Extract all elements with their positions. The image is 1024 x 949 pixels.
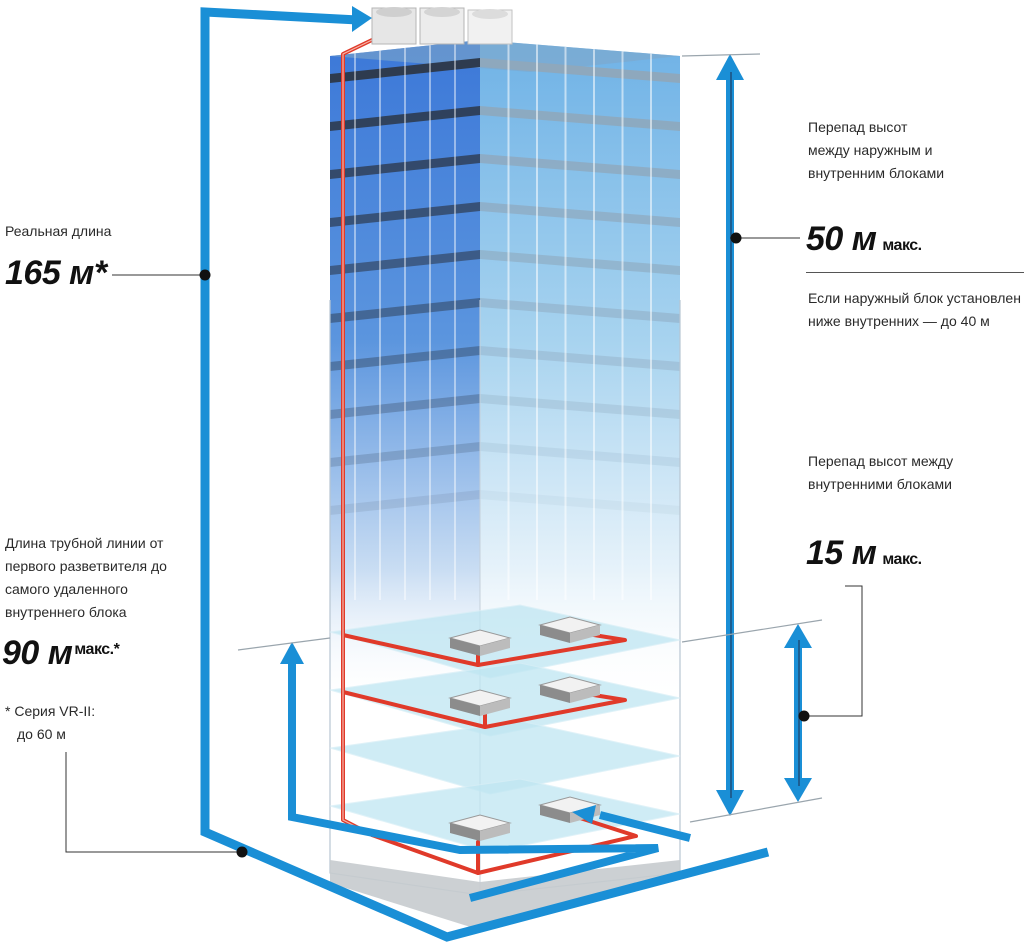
- branch-length-unit: макс.*: [74, 641, 120, 658]
- floor-band: [330, 250, 480, 275]
- outdoor-below-note-line: Если наружный блок установлен: [808, 290, 1021, 306]
- outdoor-diff-label-line: между наружным и: [808, 142, 933, 158]
- branch-length-label-line: внутреннего блока: [5, 604, 127, 620]
- indoor-diff-label: Перепад высот между внутренними блоками: [808, 450, 953, 496]
- floor-band: [330, 202, 480, 227]
- building-roof: [330, 40, 680, 72]
- footnote-line: до 60 м: [17, 726, 66, 742]
- outdoor-diff-value-row: 50 м макс.: [806, 220, 922, 259]
- real-length-arrow-head: [352, 6, 372, 32]
- real-length-value: 165 м*: [5, 254, 107, 292]
- floor-band: [480, 442, 680, 467]
- floor-plate: [329, 720, 681, 795]
- outdoor-below-note: Если наружный блок установлен ниже внутр…: [808, 287, 1021, 333]
- leader-lines: [65, 237, 863, 853]
- indoor-diff-label-line: внутренними блоками: [808, 476, 952, 492]
- branch-length-pipe: [288, 660, 660, 902]
- indoor-unit: [448, 689, 512, 716]
- indoor-diff-value-row: 15 м макс.: [806, 534, 922, 573]
- footnote-line: * Серия VR-II:: [5, 703, 96, 719]
- floor-band: [480, 490, 680, 515]
- outdoor-diff-value: 50 м: [806, 220, 877, 258]
- divider-line: [806, 272, 1024, 273]
- building: [329, 40, 681, 930]
- outdoor-unit: [371, 7, 417, 45]
- outdoor-unit: [467, 9, 513, 45]
- outdoor-diff-label-line: внутренним блоками: [808, 165, 945, 181]
- floor-band: [330, 58, 480, 83]
- floor-band: [330, 298, 480, 323]
- floor-band: [480, 58, 680, 83]
- branch-length-path: [288, 660, 691, 902]
- branch-length-label: Длина трубной линии от первого разветвит…: [5, 532, 167, 624]
- floor-band: [330, 442, 480, 467]
- real-length-label: Реальная длина: [5, 223, 112, 239]
- outdoor-diff-label: Перепад высот между наружным и внутренни…: [808, 116, 944, 185]
- branch-end-arrow-head: [572, 805, 596, 824]
- floor-band: [330, 106, 480, 131]
- floor-band: [330, 346, 480, 371]
- height-diff-arrow-15: [784, 624, 812, 802]
- branch-pipe: [341, 690, 627, 729]
- floor-band: [480, 202, 680, 227]
- indoor-diff-value: 15 м: [806, 534, 877, 572]
- leader-dots: [199, 232, 810, 858]
- indoor-unit: [538, 676, 602, 703]
- floor-band: [480, 298, 680, 323]
- height-diff-arrow-50: [716, 54, 744, 816]
- real-length-pipe: [200, 7, 770, 942]
- floor-band: [330, 394, 480, 419]
- outdoor-below-note-line: ниже внутренних — до 40 м: [808, 313, 990, 329]
- branch-length-arrow-head: [280, 642, 304, 664]
- floor-band: [330, 154, 480, 179]
- floor-band: [480, 394, 680, 419]
- indoor-unit: [538, 616, 602, 643]
- outdoor-unit: [419, 7, 465, 45]
- window-mullions: [354, 42, 652, 600]
- indoor-unit: [448, 814, 512, 841]
- floor-band: [480, 250, 680, 275]
- floor-band: [480, 106, 680, 131]
- floor-band: [480, 346, 680, 371]
- branch-pipe: [341, 630, 627, 667]
- outdoor-diff-unit: макс.: [882, 237, 922, 254]
- branch-length-pipe: [599, 811, 691, 842]
- level-lines: [237, 53, 823, 823]
- outdoor-diff-label-line: Перепад высот: [808, 119, 908, 135]
- real-length-path: [200, 7, 770, 942]
- outdoor-units: [371, 7, 513, 45]
- floor-bands: [330, 58, 680, 515]
- branch-length-label-line: первого разветвителя до: [5, 558, 167, 574]
- branch-pipe: [370, 816, 638, 875]
- branch-length-label-line: самого удаленного: [5, 581, 128, 597]
- series-footnote: * Серия VR-II: до 60 м: [5, 700, 95, 746]
- branch-length-value: 90 м: [2, 634, 73, 672]
- indoor-diff-label-line: Перепад высот между: [808, 453, 954, 469]
- indoor-diff-unit: макс.: [882, 551, 922, 568]
- floor-plate: [329, 778, 681, 853]
- floor-band: [330, 490, 480, 515]
- ground-slab: [330, 860, 680, 930]
- floor-band: [480, 154, 680, 179]
- branch-length-label-line: Длина трубной линии от: [5, 535, 164, 551]
- indoor-unit: [448, 629, 512, 656]
